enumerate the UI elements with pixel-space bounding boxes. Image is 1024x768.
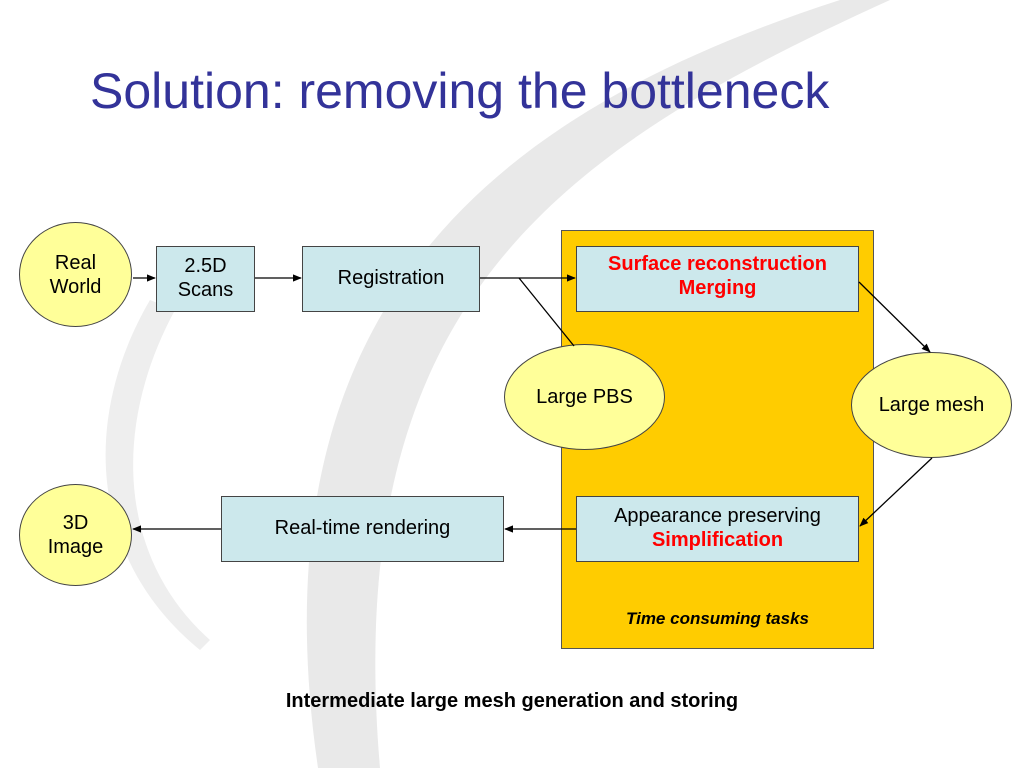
surface-line1: Surface reconstruction [608, 253, 827, 275]
large-pbs-label: Large PBS [536, 386, 633, 408]
real-world-line1: Real [54, 251, 97, 274]
appearance-line1: Appearance preserving [614, 505, 821, 528]
panel-caption: Time consuming tasks [626, 609, 809, 628]
real-world-line2: World [49, 275, 102, 298]
large-pbs-node: Large PBS [504, 344, 665, 450]
surface-line2: Merging [678, 276, 757, 299]
realtime-rendering-node: Real-time rendering [221, 496, 504, 562]
image-3d-node: 3D Image [19, 484, 132, 586]
scans-line2: Scans [177, 279, 234, 301]
image-3d-line2: Image [47, 536, 104, 558]
large-mesh-label: Large mesh [878, 394, 985, 416]
real-world-node: Real World [19, 222, 132, 327]
footer-caption: Intermediate large mesh generation and s… [285, 690, 739, 712]
realtime-label: Real-time rendering [274, 517, 451, 540]
appearance-simplification-node: Appearance preserving Simplification [576, 496, 859, 562]
registration-label: Registration [337, 267, 445, 289]
surface-reconstruction-node: Surface reconstruction Merging [576, 246, 859, 312]
appearance-line2: Simplification [651, 529, 784, 551]
large-mesh-node: Large mesh [851, 352, 1012, 458]
registration-node: Registration [302, 246, 480, 312]
scans-line1: 2.5D [184, 255, 227, 278]
slide-title: Solution: removing the bottleneck [90, 63, 830, 119]
image-3d-line1: 3D [62, 512, 89, 534]
scans-node: 2.5D Scans [156, 246, 255, 312]
